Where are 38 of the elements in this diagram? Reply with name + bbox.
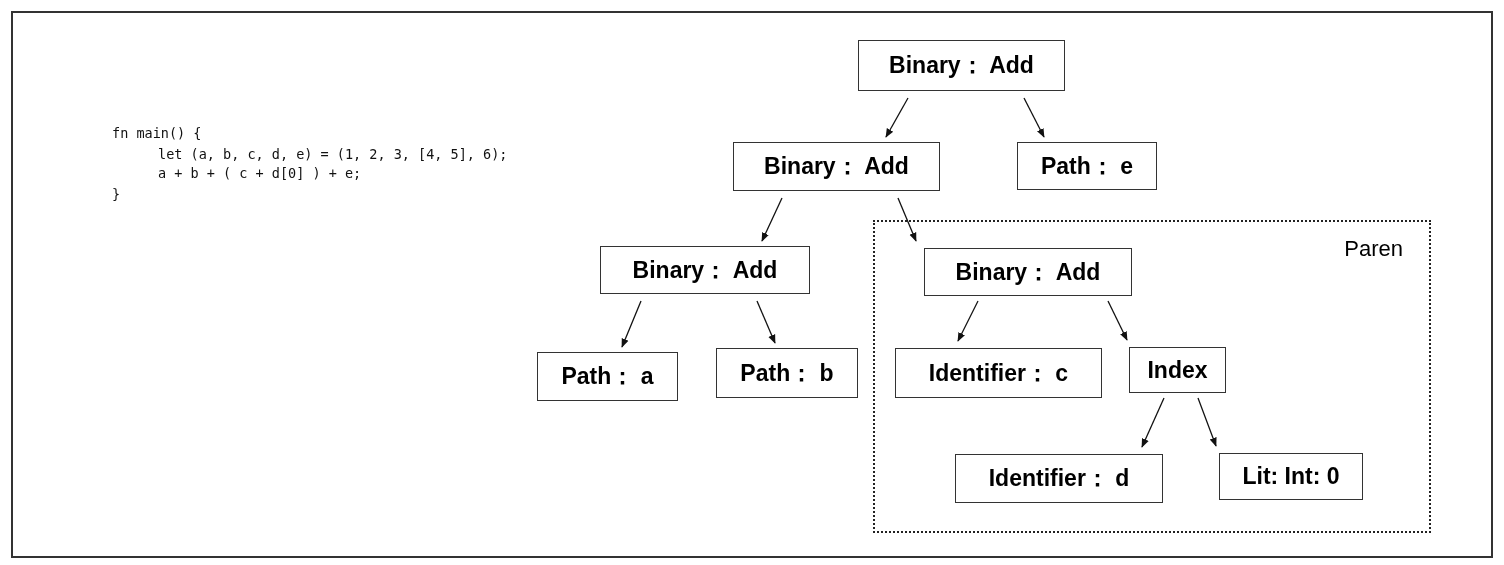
- arrow: [621, 300, 642, 348]
- ast-node-box: [895, 348, 1102, 398]
- ast-node-box: [716, 348, 858, 398]
- arrow: [1107, 300, 1128, 341]
- node-label: Path： b: [740, 358, 834, 388]
- node-label: Binary： Add: [955, 257, 1101, 287]
- code-line: fn main() {: [112, 125, 202, 141]
- arrow: [885, 97, 909, 138]
- ast-node-box: [733, 142, 940, 191]
- node-label: Identifier： d: [988, 464, 1130, 493]
- ast-node-box: [600, 246, 810, 294]
- arrow: [1197, 397, 1217, 447]
- arrow: [897, 197, 917, 242]
- node-label: Path： e: [1041, 151, 1133, 181]
- arrow: [756, 300, 776, 344]
- ast-node-box: [924, 248, 1132, 296]
- ast-node-box: [1129, 347, 1226, 393]
- ast-node-box: [1017, 142, 1157, 190]
- node-label: Binary： Add: [889, 51, 1034, 80]
- ast-node-box: [955, 454, 1163, 503]
- arrow: [957, 300, 979, 342]
- arrow: [1141, 397, 1165, 448]
- node-label: Binary： Add: [764, 152, 909, 181]
- node-label: Lit: Int: 0: [1242, 463, 1340, 490]
- node-label: Binary： Add: [632, 255, 778, 285]
- ast-node-box: [1219, 453, 1363, 500]
- arrow: [761, 197, 783, 242]
- group-box: [873, 220, 1431, 533]
- group-label: Paren: [1344, 236, 1403, 262]
- ast-node-box: [858, 40, 1065, 91]
- arrow: [1023, 97, 1045, 138]
- node-label: Identifier： c: [928, 358, 1069, 388]
- ast-node-box: [537, 352, 678, 401]
- code-line: a + b + ( c + d[0] ) + e;: [158, 165, 362, 181]
- code-line: }: [112, 186, 121, 202]
- node-label: Index: [1147, 356, 1208, 384]
- code-line: let (a, b, c, d, e) = (1, 2, 3, [4, 5], 6);: [158, 146, 508, 162]
- node-label: Path： a: [561, 362, 654, 391]
